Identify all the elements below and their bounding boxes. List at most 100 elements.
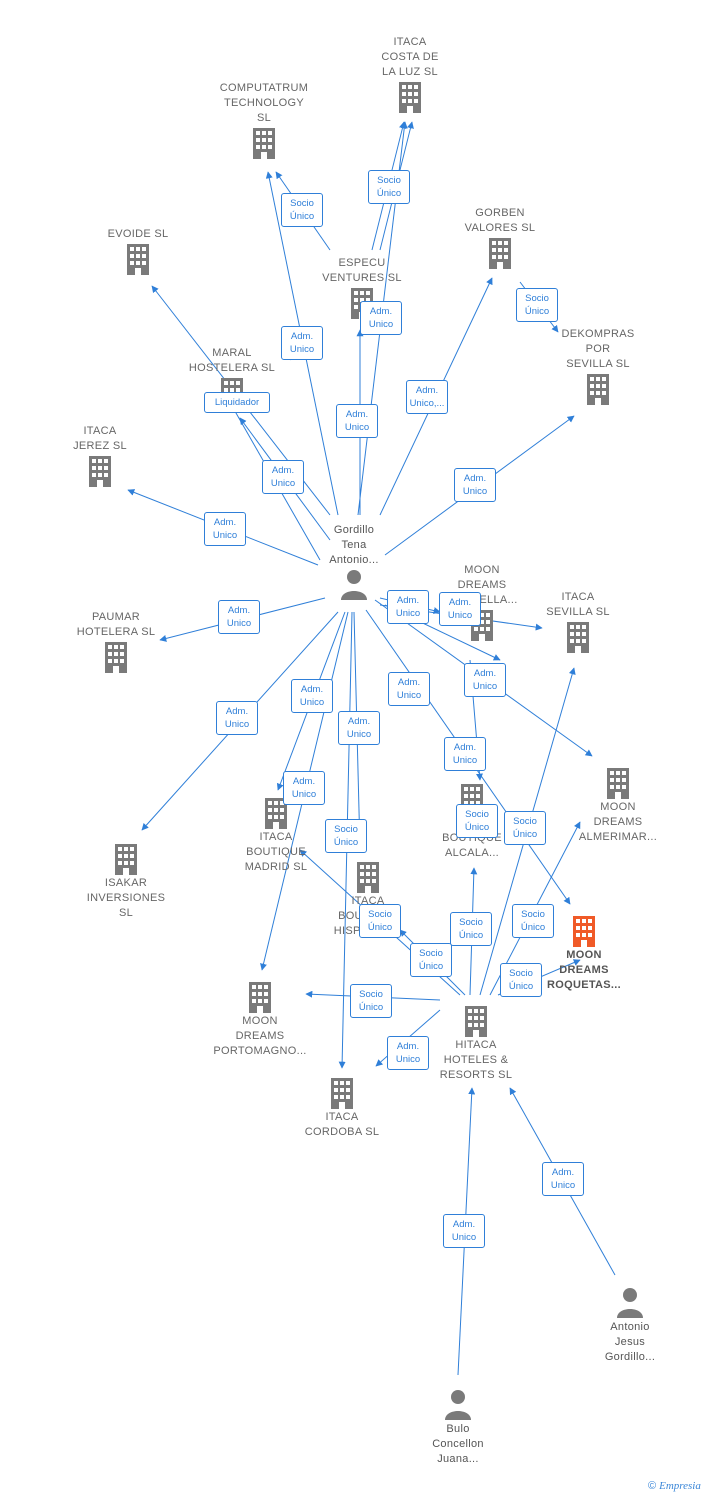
node-label-line: Tena: [341, 539, 367, 551]
relation-badge-line: Adm.: [396, 595, 420, 606]
relation-badge-line: Socio: [334, 824, 358, 835]
node-label-line: SL: [118, 907, 134, 919]
node-label-line: VENTURES SL: [322, 272, 402, 284]
relation-badge[interactable]: Adm.Unico: [283, 771, 325, 805]
relation-badge[interactable]: Adm.Unico: [542, 1162, 584, 1196]
node-label-line: MOON: [242, 1015, 278, 1027]
relation-badge[interactable]: Adm.Unico: [216, 701, 258, 735]
relation-badge[interactable]: Adm.Unico: [388, 672, 430, 706]
relation-badge[interactable]: Adm.Unico: [262, 460, 304, 494]
node-evoide[interactable]: EVOIDE SL: [83, 227, 193, 276]
relation-badge[interactable]: Adm. Unico: [338, 711, 380, 745]
building-icon: [465, 1006, 487, 1037]
building-icon: [573, 916, 595, 947]
node-label-line: GORBEN: [475, 207, 525, 219]
node-label-line: ROQUETAS...: [547, 979, 621, 991]
node-label-line: MARAL: [212, 347, 252, 359]
relation-badge-line: Socio: [509, 968, 533, 979]
relation-badge[interactable]: Adm.Unico: [439, 592, 481, 626]
relation-badge-line: Único: [418, 961, 444, 972]
relation-badge[interactable]: Adm.Unico: [454, 468, 496, 502]
empresia-footer[interactable]: ©Empresia: [648, 1480, 701, 1492]
node-label-line: PAUMAR: [91, 611, 141, 623]
node-label-line: Jesus: [614, 1336, 646, 1348]
relation-badge-line: Unico: [395, 608, 421, 619]
relation-badge[interactable]: Adm.Unico: [218, 600, 260, 634]
node-label-line: HOTELERA SL: [76, 626, 156, 638]
relation-badge[interactable]: Adm.Unico,...: [406, 380, 448, 414]
node-label-line: DREAMS: [235, 1030, 285, 1042]
node-label-line: ALMERIMAR...: [578, 831, 658, 843]
relation-badge-line: Unico: [224, 719, 250, 730]
relation-badge[interactable]: Adm.Unico: [444, 737, 486, 771]
node-label-line: HITACA: [455, 1039, 497, 1051]
relation-badge-line: Único: [358, 1002, 384, 1013]
relation-badge[interactable]: Adm.Unico: [291, 679, 333, 713]
relation-badge-line: Adm.: [453, 742, 477, 753]
node-label-line: HOTELES &: [443, 1054, 509, 1066]
relation-badge-line: Unico: [289, 344, 315, 355]
relation-badge-line: Único: [508, 981, 534, 992]
relation-badge[interactable]: Adm.Unico: [443, 1214, 485, 1248]
node-label-line: ITACA: [393, 36, 427, 48]
relation-badge[interactable]: Adm.Unico: [281, 326, 323, 360]
relation-badge-line: Adm.: [397, 677, 421, 688]
relation-badge[interactable]: Adm. Unico: [387, 590, 429, 624]
node-label-line: TECHNOLOGY: [223, 97, 304, 109]
node-label-line: ITACA: [325, 1111, 359, 1123]
relation-badge-line: Adm.: [551, 1167, 575, 1178]
relation-badge[interactable]: Adm.Unico: [204, 512, 246, 546]
person-icon: [341, 570, 367, 600]
node-paumar[interactable]: PAUMAR HOTELERA SL: [61, 610, 171, 674]
relation-badge-line: Adm.: [213, 517, 237, 528]
relation-badge[interactable]: Adm.Unico: [387, 1036, 429, 1070]
relation-badge[interactable]: Adm.Unico: [360, 301, 402, 335]
relation-badge[interactable]: Liquidador: [204, 392, 270, 413]
relation-badge-line: Unico: [226, 618, 252, 629]
relation-badge-line: Unico: [346, 729, 372, 740]
relation-badge-line: Unico: [447, 610, 473, 621]
relation-badge-line: Adm.: [347, 716, 371, 727]
relation-badge-line: Unico: [462, 486, 488, 497]
building-icon: [489, 238, 511, 269]
node-label-line: SL: [256, 112, 272, 124]
node-label-line: Gordillo...: [604, 1351, 656, 1363]
person-icon: [445, 1390, 471, 1420]
node-label-line: LA LUZ SL: [382, 66, 438, 78]
relation-badge[interactable]: Adm.Unico: [336, 404, 378, 438]
relation-badge-line: Socio: [521, 909, 545, 920]
relation-badge[interactable]: Adm.Unico: [464, 663, 506, 697]
